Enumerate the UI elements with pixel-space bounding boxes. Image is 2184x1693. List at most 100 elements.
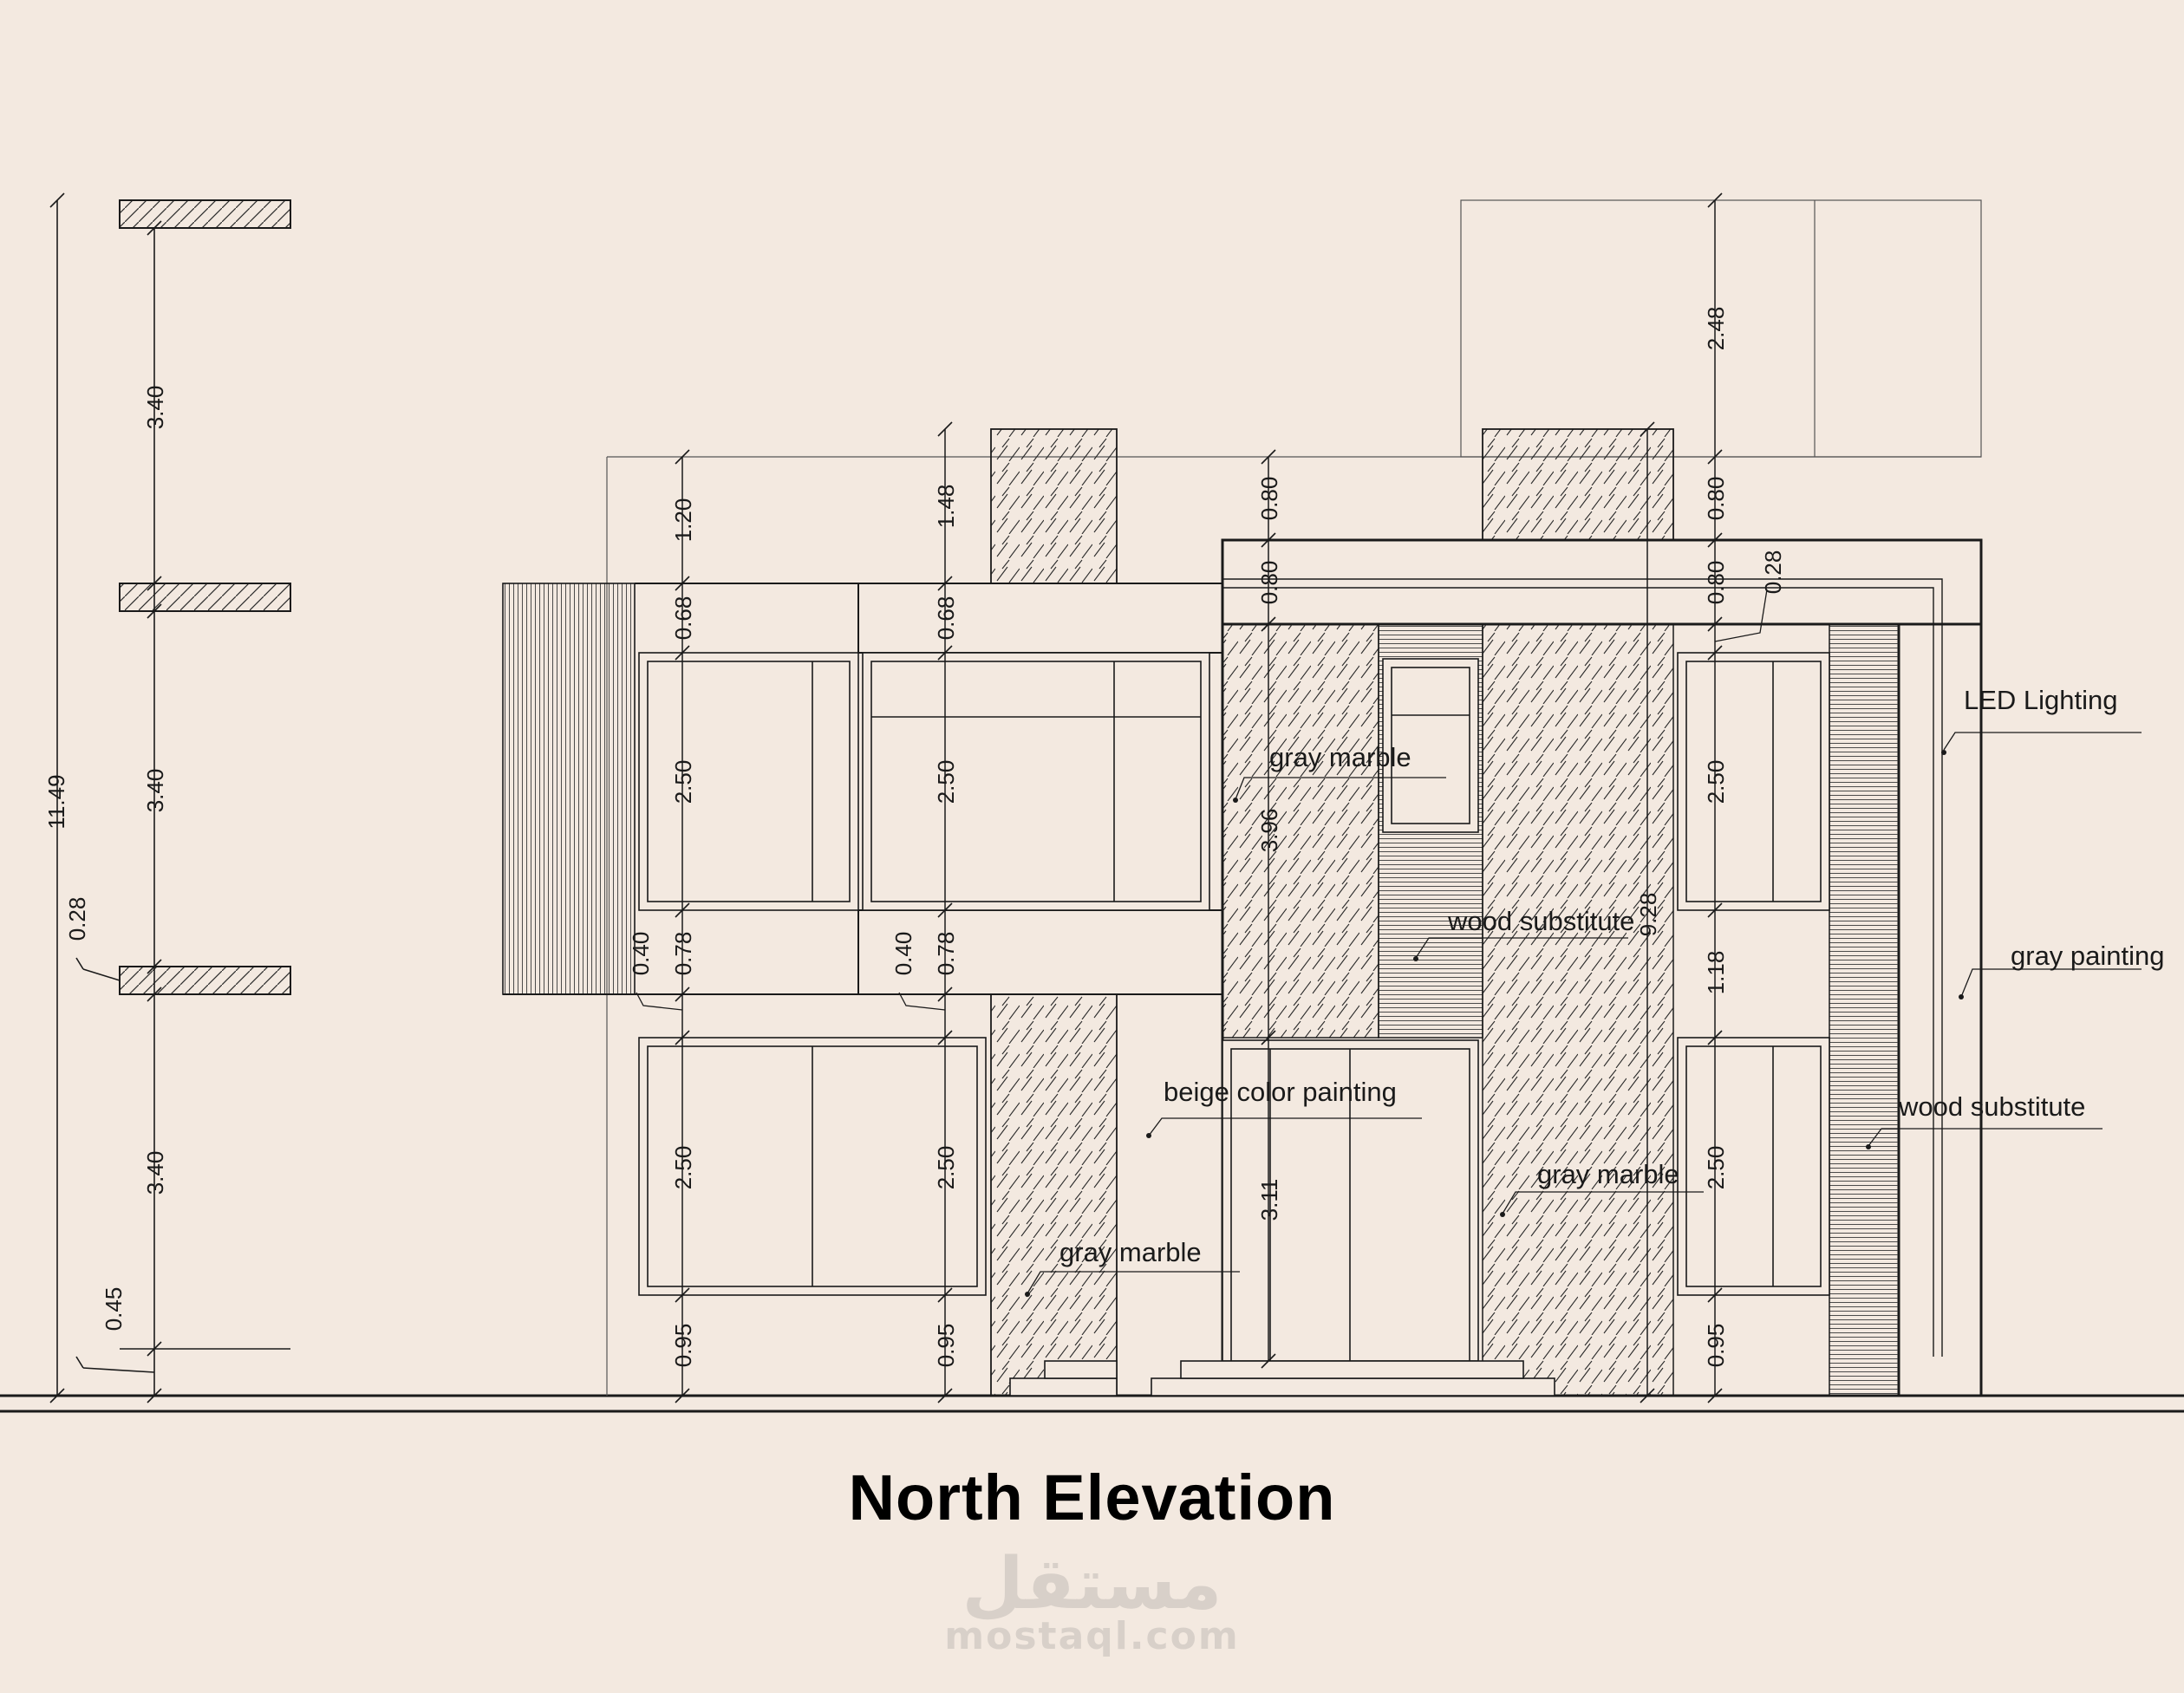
dimension-tick <box>1261 616 1276 632</box>
window-upper-mid <box>862 652 1210 911</box>
dimension-tick <box>675 902 690 918</box>
dim-d-5: 1.18 <box>1703 951 1729 995</box>
marble-column-left-bottom <box>990 993 1118 1397</box>
dimension-tick <box>1261 449 1276 465</box>
dimension-tick <box>1640 1388 1655 1403</box>
dimension-tick <box>675 1287 690 1303</box>
dim-floor-1: 3.40 <box>142 1151 168 1195</box>
dimension-tick <box>1707 192 1723 208</box>
window-lower-left <box>638 1037 987 1296</box>
note-gray-marble-center: gray marble <box>1537 1159 1679 1189</box>
dimension-tick <box>675 576 690 591</box>
dimension-tick <box>1707 902 1723 918</box>
dimension-tick <box>1707 1287 1723 1303</box>
dimension-tick <box>937 645 953 661</box>
marble-panel-center-tall <box>1482 623 1674 1397</box>
dim-b-5: 2.50 <box>933 1146 959 1190</box>
dimension-tick <box>1261 532 1276 548</box>
dim-c-2: 3.96 <box>1256 809 1282 853</box>
dim-plinth: 0.45 <box>101 1287 127 1332</box>
wood-panel-right <box>1829 623 1900 1397</box>
dim-d-6: 2.50 <box>1703 1146 1729 1190</box>
dimension-tick <box>675 645 690 661</box>
dimension-ticks <box>675 192 1723 1403</box>
note-led-lighting: LED Lighting <box>1964 685 2118 715</box>
dim-d-4: 2.50 <box>1703 760 1729 804</box>
leader-dots <box>1025 750 1964 1297</box>
dimension-tick <box>1640 421 1655 437</box>
window-upper-center <box>1382 658 1479 833</box>
led-strip <box>1222 578 1943 1357</box>
dim-a-5: 2.50 <box>670 1146 696 1190</box>
dim-a-3: 0.78 <box>670 932 696 976</box>
dim-b-1: 0.68 <box>933 596 959 641</box>
dimension-tick <box>1707 449 1723 465</box>
dimension-tick <box>937 1030 953 1045</box>
dim-b-6: 0.95 <box>933 1324 959 1368</box>
dim-d-1: 0.80 <box>1703 477 1729 521</box>
leader-lines <box>636 589 2142 1294</box>
dim-slab: 0.28 <box>64 897 90 941</box>
dim-a-6: 0.95 <box>670 1324 696 1368</box>
dimension-chains <box>681 200 1716 1396</box>
dimension-tick <box>675 1030 690 1045</box>
dim-b-2: 2.50 <box>933 760 959 804</box>
dim-d-7: 0.95 <box>1703 1324 1729 1368</box>
note-gray-marble-lower: gray marble <box>1059 1237 1202 1267</box>
dimension-tick <box>675 449 690 465</box>
dimension-tick <box>937 576 953 591</box>
dim-b-3: 0.78 <box>933 932 959 976</box>
dim-b-0: 1.48 <box>933 485 959 529</box>
dimension-tick <box>937 986 953 1002</box>
window-upper-left <box>638 652 859 911</box>
dim-d-2: 0.80 <box>1703 561 1729 605</box>
dimension-tick <box>675 986 690 1002</box>
ground-line <box>0 1394 2184 1413</box>
dimension-tick <box>937 1388 953 1403</box>
left-wood-panel <box>502 583 636 995</box>
dimension-tick <box>1261 1353 1276 1369</box>
level-dimension-lines <box>49 192 162 1403</box>
dim-floor-2: 3.40 <box>142 769 168 813</box>
dim-a-2: 2.50 <box>670 760 696 804</box>
dim-total-height: 11.49 <box>43 774 69 829</box>
dim-d-3: 0.28 <box>1760 550 1786 595</box>
dimension-tick <box>937 902 953 918</box>
dim-d-0: 2.48 <box>1703 307 1729 351</box>
dimension-tick <box>1707 645 1723 661</box>
dimension-tick <box>1261 1030 1276 1045</box>
dim-floor-3: 3.40 <box>142 386 168 430</box>
dim-c-3: 3.11 <box>1256 1179 1282 1221</box>
windows <box>638 652 1830 1362</box>
watermark-site: mostaql.com <box>944 1614 1240 1658</box>
note-wood-substitute-right: wood substitute <box>1898 1091 2085 1122</box>
note-gray-marble-upper: gray marble <box>1269 742 1411 772</box>
dimension-tick <box>937 421 953 437</box>
dimension-tick <box>1707 1388 1723 1403</box>
note-gray-painting: gray painting <box>2011 941 2165 971</box>
window-lower-right <box>1677 1037 1830 1296</box>
dim-a-0: 1.20 <box>670 498 696 543</box>
marble-column-left-top <box>990 428 1118 584</box>
dim-a-1: 0.68 <box>670 596 696 641</box>
dim-c-1: 0.80 <box>1256 561 1282 605</box>
led-strip-inner <box>1222 587 1934 1357</box>
entrance-door <box>1222 1039 1479 1362</box>
note-wood-substitute-center: wood substitute <box>1447 906 1634 936</box>
dimension-tick <box>1707 616 1723 632</box>
window-upper-right <box>1677 652 1830 911</box>
dim-b-4: 0.40 <box>890 932 916 976</box>
dimension-tick <box>937 1287 953 1303</box>
entrance-steps <box>1009 1360 1555 1397</box>
watermark-logo: مستقل <box>962 1543 1222 1625</box>
dimension-tick <box>1707 532 1723 548</box>
marble-column-right-top <box>1482 428 1674 541</box>
dimension-tick <box>1707 1030 1723 1045</box>
drawing-title: North Elevation <box>848 1462 1336 1533</box>
dimension-tick <box>675 1388 690 1403</box>
marble-panel-center-left <box>1222 623 1379 1039</box>
central-frame-top-band <box>1221 538 1983 626</box>
dim-c-0: 0.80 <box>1256 477 1282 521</box>
note-beige-painting: beige color painting <box>1164 1077 1397 1107</box>
